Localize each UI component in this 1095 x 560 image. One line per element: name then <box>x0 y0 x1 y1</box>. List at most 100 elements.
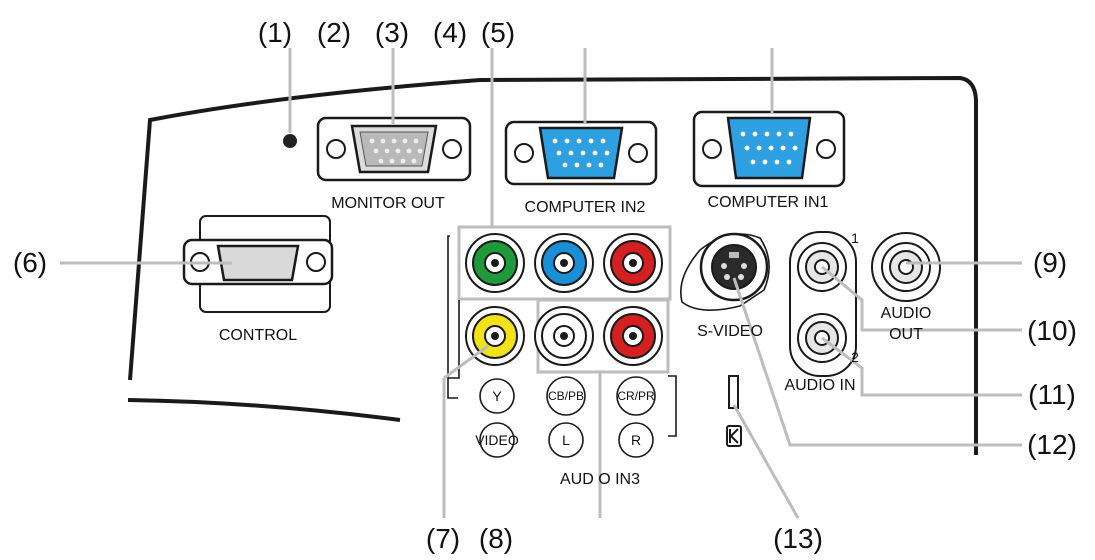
video-glyph-circle <box>479 422 515 458</box>
cb-pb-glyph: CB/PB <box>548 389 584 403</box>
pin-dot <box>600 138 606 144</box>
projector-body-outline <box>128 75 978 455</box>
pin-dot <box>391 138 397 144</box>
audio-bracket-right <box>668 375 677 437</box>
leader-13 <box>732 404 800 519</box>
callout-10: (10) <box>1027 315 1077 346</box>
pin-dot <box>411 158 417 164</box>
pin-dot <box>588 138 594 144</box>
cb-pb-glyph-circle <box>546 376 586 416</box>
pin-dot <box>592 150 598 156</box>
callout-5: (5) <box>481 17 515 48</box>
leader-12 <box>732 277 1022 447</box>
s-video-label: S-VIDEO <box>697 323 763 340</box>
callout-8: (8) <box>479 523 513 554</box>
video-glyph: VIDEO <box>475 432 519 448</box>
callout-9: (9) <box>1033 247 1067 278</box>
y-glyph: Y <box>492 388 502 404</box>
pin-dot <box>389 158 395 164</box>
audio-in-label: AUDIO IN <box>784 377 855 394</box>
pin-dot <box>792 145 798 151</box>
audio-out-label-2: OUT <box>889 326 923 343</box>
pin-dot <box>780 145 786 151</box>
audio-in3-label: AUD O IN3 <box>560 471 640 488</box>
pin-dot <box>395 148 401 154</box>
pin-dot <box>774 159 780 165</box>
pin-dot <box>417 148 423 154</box>
audio-out-jack <box>871 232 941 302</box>
leader-7b <box>443 344 489 380</box>
callout-7: (7) <box>426 523 460 554</box>
pin-dot <box>562 162 568 168</box>
pin-dot <box>604 150 610 156</box>
pin-dot <box>564 138 570 144</box>
leader-10 <box>821 265 1022 332</box>
control-port <box>182 215 334 313</box>
pin-dot <box>384 148 390 154</box>
rca-jack-red-audio-right <box>603 306 663 366</box>
rca-jack-blue <box>534 233 594 293</box>
computer-in1-label: COMPUTER IN1 <box>708 194 829 211</box>
callout-6: (6) <box>13 247 47 278</box>
r-glyph: R <box>631 432 641 448</box>
pin-dot <box>406 148 412 154</box>
pin-dot <box>373 148 379 154</box>
projector-inner-ledge <box>127 398 401 422</box>
monitor-out-port <box>316 116 472 182</box>
pin-dot <box>762 159 768 165</box>
pin-dot <box>380 138 386 144</box>
cr-pr-glyph-circle <box>616 376 656 416</box>
kensington-lock-icon <box>726 425 742 447</box>
indicator-hole <box>283 134 297 148</box>
callout-4: (4) <box>433 17 467 48</box>
pin-dot <box>768 145 774 151</box>
leader-11 <box>821 336 1022 397</box>
component-bracket-left <box>447 235 458 399</box>
pin-dot <box>764 131 770 137</box>
rca-jack-green <box>465 233 525 293</box>
pin-dot <box>556 150 562 156</box>
r-glyph-circle <box>618 422 654 458</box>
monitor-out-label: MONITOR OUT <box>331 195 445 212</box>
callout-11: (11) <box>1028 379 1076 410</box>
pin-dot <box>574 162 580 168</box>
cr-pr-glyph: CR/PR <box>617 389 655 403</box>
callout-13: (13) <box>773 523 823 554</box>
rca-jack-white-audio-left <box>534 306 594 366</box>
rca-jack-red-component <box>603 233 663 293</box>
l-glyph: L <box>562 432 570 448</box>
pin-dot <box>598 162 604 168</box>
pin-dot <box>576 138 582 144</box>
pin-dot <box>750 159 756 165</box>
l-glyph-circle <box>548 422 584 458</box>
pin-dot <box>744 145 750 151</box>
pin-dot <box>378 158 384 164</box>
pin-dot <box>586 162 592 168</box>
pin-dot <box>552 138 558 144</box>
audio-in-2-mark: 2 <box>851 349 859 365</box>
pin-dot <box>400 158 406 164</box>
pin-dot <box>776 131 782 137</box>
s-video-port <box>680 232 770 311</box>
callout-2: (2) <box>317 17 351 48</box>
pin-dot <box>413 138 419 144</box>
pin-dot <box>402 138 408 144</box>
y-glyph-circle <box>479 378 515 414</box>
pin-dot <box>756 145 762 151</box>
audio-out-label-1: AUDIO <box>881 305 932 322</box>
pin-dot <box>786 159 792 165</box>
computer-in2-label: COMPUTER IN2 <box>525 199 646 216</box>
callout-1: (1) <box>258 17 292 48</box>
pin-dot <box>788 131 794 137</box>
callout-3: (3) <box>375 17 409 48</box>
security-slot <box>728 375 739 409</box>
pin-dot <box>568 150 574 156</box>
pin-dot <box>369 138 375 144</box>
video-jack-bracket <box>448 300 460 379</box>
pin-dot <box>580 150 586 156</box>
callout-12: (12) <box>1027 429 1077 460</box>
pin-dot <box>752 131 758 137</box>
control-label: CONTROL <box>219 327 297 344</box>
pin-dot <box>740 131 746 137</box>
